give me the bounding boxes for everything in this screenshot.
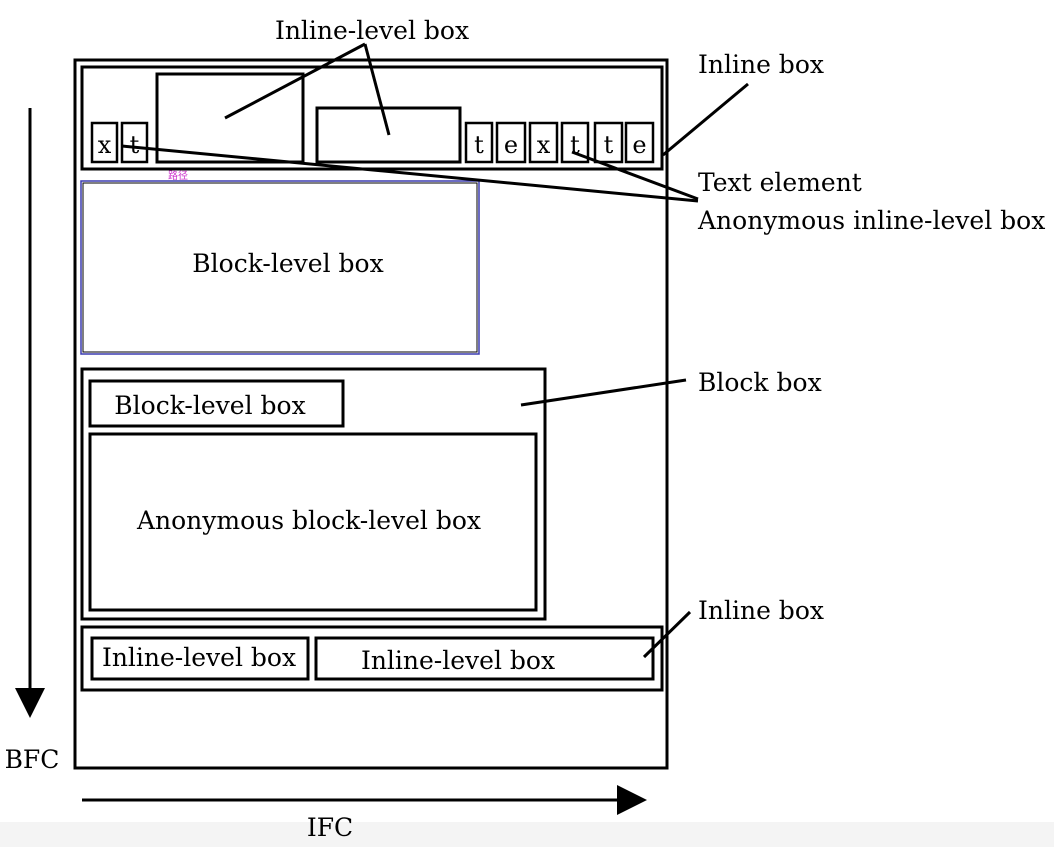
inline-level-box-a [155, 72, 305, 164]
inline-box-bottom-label: Inline box [698, 596, 824, 625]
anonymous-block-level-box [88, 432, 538, 612]
char-box [560, 121, 590, 164]
callout-line [121, 144, 699, 203]
bfc-container [73, 58, 669, 770]
block-level-box-inner [88, 379, 345, 428]
inline-level-box-bottom-right [314, 636, 655, 681]
char-box [624, 121, 655, 164]
inline-box-top-label: Inline box [698, 50, 824, 79]
bfc-label: BFC [5, 745, 60, 774]
text-chars-right: t e x t t e [464, 121, 655, 164]
char-label: x [98, 131, 112, 159]
char-label: t [474, 131, 484, 159]
callout-line [642, 610, 692, 659]
char-box [495, 121, 527, 164]
anonymous-block-level-box-label: Anonymous block-level box [136, 506, 481, 535]
block-box-label: Block box [698, 368, 822, 397]
callout-lines [121, 42, 749, 659]
char-label: x [537, 131, 551, 159]
char-label: t [570, 131, 580, 159]
bottom-band [0, 822, 1054, 847]
block-level-box-main-label: Block-level box [192, 249, 383, 278]
callout-line [363, 43, 391, 136]
char-box [593, 121, 624, 164]
block-level-box-inner-label: Block-level box [114, 391, 305, 420]
text-element-label: Text element [698, 168, 862, 197]
tiny-magenta-mark: 路径 [168, 169, 188, 182]
char-box [464, 121, 494, 164]
callout-line [520, 378, 687, 407]
inline-level-box-bottom-right-label: Inline-level box [361, 646, 555, 675]
char-box [90, 121, 119, 164]
inline-level-box-bottom-left [90, 636, 310, 681]
ifc-label: IFC [307, 813, 353, 842]
char-box [120, 121, 149, 164]
char-label: e [632, 131, 646, 159]
char-label: e [504, 131, 518, 159]
char-label: t [604, 131, 614, 159]
inline-level-box-top-label: Inline-level box [275, 16, 469, 45]
inline-level-box-b [315, 106, 462, 164]
block-level-box-main [80, 180, 480, 355]
char-box [528, 121, 559, 164]
inline-level-box-bottom-left-label: Inline-level box [102, 643, 296, 672]
char-label: t [130, 131, 140, 159]
callout-line [224, 42, 366, 120]
anonymous-inline-level-box-label: Anonymous inline-level box [697, 206, 1045, 235]
callout-line [662, 82, 749, 157]
text-chars-left: x t [90, 121, 149, 164]
inline-box-bottom [80, 625, 664, 692]
block-box [80, 367, 547, 621]
callout-line [571, 150, 699, 201]
